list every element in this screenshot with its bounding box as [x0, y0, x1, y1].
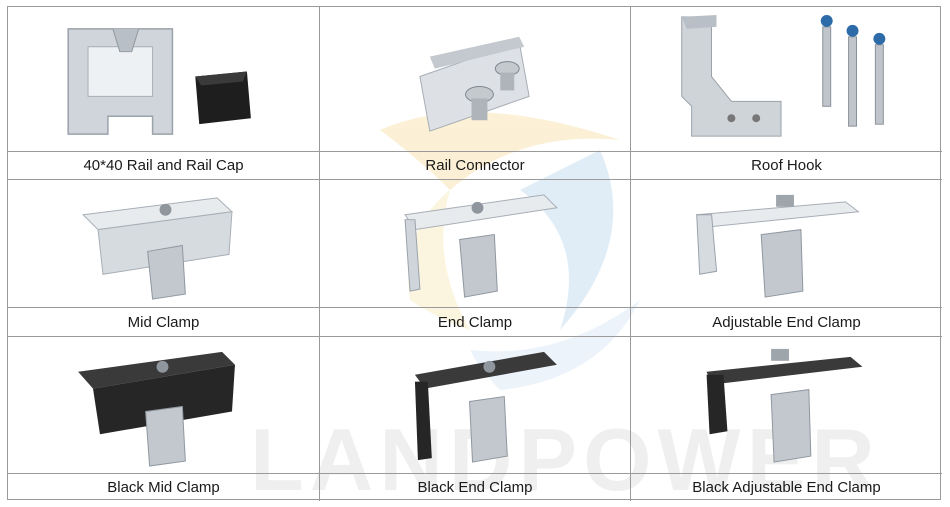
product-label: Mid Clamp	[8, 308, 320, 337]
product-image-mid-clamp	[8, 180, 320, 308]
roof-hook-icon	[681, 14, 886, 137]
product-image-roof-hook	[631, 7, 942, 152]
black-mid-clamp-icon	[78, 351, 235, 467]
product-label: Black Mid Clamp	[8, 474, 320, 501]
product-label: Rail Connector	[320, 152, 631, 180]
product-label: 40*40 Rail and Rail Cap	[8, 152, 320, 180]
rail-connector-icon	[419, 36, 530, 132]
black-adjustable-end-clamp-icon	[706, 348, 863, 463]
end-clamp-icon	[404, 194, 558, 298]
adjustable-end-clamp-icon	[696, 194, 860, 298]
black-end-clamp-icon	[414, 351, 557, 463]
product-image-end-clamp	[320, 180, 631, 308]
product-label: Black Adjustable End Clamp	[692, 479, 881, 496]
product-image-black-end-clamp	[320, 337, 631, 474]
product-image-rail-cap	[8, 7, 320, 152]
product-image-black-adjustable-end-clamp	[631, 337, 942, 474]
product-label: Roof Hook	[631, 152, 942, 180]
rail-and-cap-icon	[67, 28, 251, 135]
mid-clamp-icon	[82, 197, 234, 300]
product-image-adjustable-end-clamp	[631, 180, 942, 308]
product-label: Black End Clamp	[320, 474, 631, 501]
product-label: Adjustable End Clamp	[631, 308, 942, 337]
product-label: End Clamp	[320, 308, 631, 337]
product-grid: 40*40 Rail and Rail Cap Rail Connector R…	[7, 6, 942, 501]
product-image-rail-connector	[320, 7, 631, 152]
product-image-black-mid-clamp	[8, 337, 320, 474]
